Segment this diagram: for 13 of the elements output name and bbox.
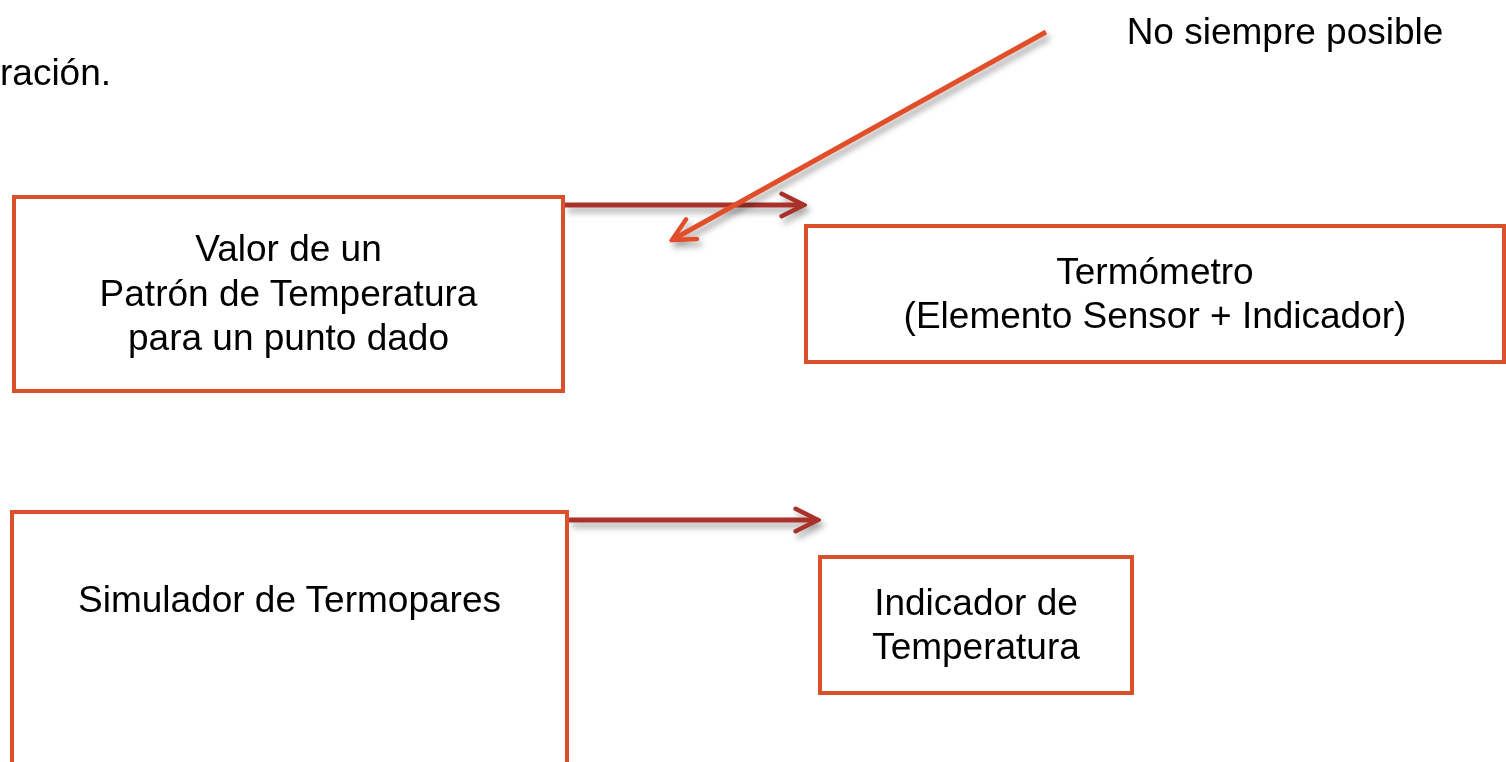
box-label: Simulador de Termopares [78,577,501,622]
arrow [569,506,821,534]
process-box [818,555,1134,695]
process-box [10,510,569,762]
box-label: Valor de un Patrón de Temperatura para un punto dado [99,227,478,361]
callout-arrow [669,29,1048,243]
callout-text: No siempre posible [1126,9,1444,54]
process-box [804,224,1506,364]
arrow [565,191,807,219]
process-box [12,195,565,393]
box-label: Indicador de Temperatura [871,580,1081,669]
text-fragment: ración. [0,52,112,94]
box-label: Termómetro (Elemento Sensor + Indicador) [903,249,1407,338]
